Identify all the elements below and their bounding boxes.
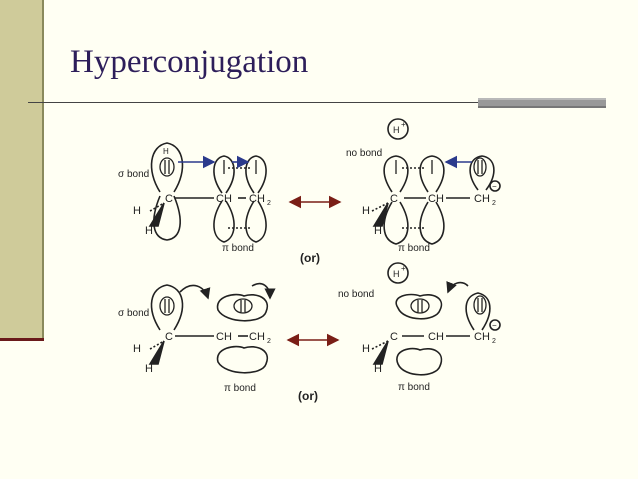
h-plus-label-bottom: H <box>393 269 400 279</box>
ch2-sub-tr: 2 <box>492 200 496 207</box>
top-left-structure <box>148 142 267 243</box>
c-label-bl: C <box>165 331 173 343</box>
h-plus-label-top: H <box>393 125 400 135</box>
orbital-ch2-upper <box>469 155 495 191</box>
charge-circle-top <box>489 180 501 192</box>
h-label-tr-2: H <box>374 225 382 237</box>
pi-cloud-br-upper <box>395 293 443 320</box>
pi-cloud-br-lower <box>396 347 443 376</box>
sigma-orbital-upper <box>150 142 184 193</box>
sidebar-band <box>0 0 42 340</box>
or-label-bottom: (or) <box>298 389 318 403</box>
h-label-bl-1: H <box>133 343 141 355</box>
pi-bond-label-tr: π bond <box>398 243 430 254</box>
c-h-hashed-bond <box>149 202 165 212</box>
orbital-ch-upper <box>419 155 445 193</box>
bottom-left-structure <box>148 282 276 374</box>
plus-sign-top: + <box>401 120 406 129</box>
plus-sign-bottom: + <box>401 264 406 273</box>
minus-sign-top: − <box>492 182 497 191</box>
sigma-bond-label-top: σ bond <box>118 169 149 180</box>
pi-cloud-upper <box>216 293 269 322</box>
ch2-label-br: CH <box>474 331 490 343</box>
slide-title: Hyperconjugation <box>70 44 309 80</box>
h-label-tr-1: H <box>362 205 370 217</box>
h-label-tl-1: H <box>133 205 141 217</box>
p-orbital-ch-upper <box>213 155 235 194</box>
charge-circle-bottom <box>489 319 501 331</box>
pi-bond-label-tl: π bond <box>222 243 254 254</box>
no-bond-label-top: no bond <box>346 148 382 159</box>
no-bond-label-bottom: no bond <box>338 289 374 300</box>
sigma-bond-label-bottom: σ bond <box>118 308 149 319</box>
c-h-wedge-bond <box>148 202 165 227</box>
curved-arrow-pi <box>251 282 276 300</box>
title-rule <box>28 102 478 103</box>
h-label-br-2: H <box>374 363 382 375</box>
c-label-tl: C <box>165 193 173 205</box>
p-orbital-ch-lower <box>213 200 235 243</box>
h-label-br-1: H <box>362 343 370 355</box>
orbital-ch2-bottom <box>465 292 491 331</box>
c-label-tr: C <box>390 193 398 205</box>
h-label-bl-2: H <box>145 363 153 375</box>
ch2-sub-bl: 2 <box>267 338 271 345</box>
pi-bond-label-bl: π bond <box>224 383 256 394</box>
p-orbital-ch2-lower <box>245 200 267 243</box>
or-label-top: (or) <box>300 251 320 265</box>
ch2-sub-tl: 2 <box>267 200 271 207</box>
ch-label-tr: CH <box>428 193 444 205</box>
pi-cloud-lower <box>216 345 269 374</box>
orbital-c-upper <box>383 155 409 193</box>
minus-sign-bottom: − <box>492 321 497 330</box>
c-label-br: C <box>390 331 398 343</box>
ch2-label-tr: CH <box>474 193 490 205</box>
sigma-orbital-lower <box>153 195 181 241</box>
ch-label-tl: CH <box>216 193 232 205</box>
sigma-orbital-bottom <box>150 284 184 331</box>
ch-label-br: CH <box>428 331 444 343</box>
curved-arrow-sigma <box>179 284 211 300</box>
ch2-label-bl: CH <box>249 331 265 343</box>
h-label-sigma: H <box>163 147 169 156</box>
pi-bond-label-br: π bond <box>398 382 430 393</box>
proton-circle-bottom <box>387 262 409 284</box>
proton-circle-top <box>387 118 409 140</box>
p-orbital-ch2-upper <box>245 155 267 194</box>
h-label-tl-2: H <box>145 225 153 237</box>
ch-label-bl: CH <box>216 331 232 343</box>
top-right-structure <box>371 118 501 245</box>
sidebar-edge <box>42 0 44 340</box>
title-accent-bar <box>478 98 606 108</box>
ch2-label-tl: CH <box>249 193 265 205</box>
sidebar-bottom-accent <box>0 338 44 341</box>
bottom-right-structure <box>371 262 501 376</box>
ch2-sub-br: 2 <box>492 338 496 345</box>
